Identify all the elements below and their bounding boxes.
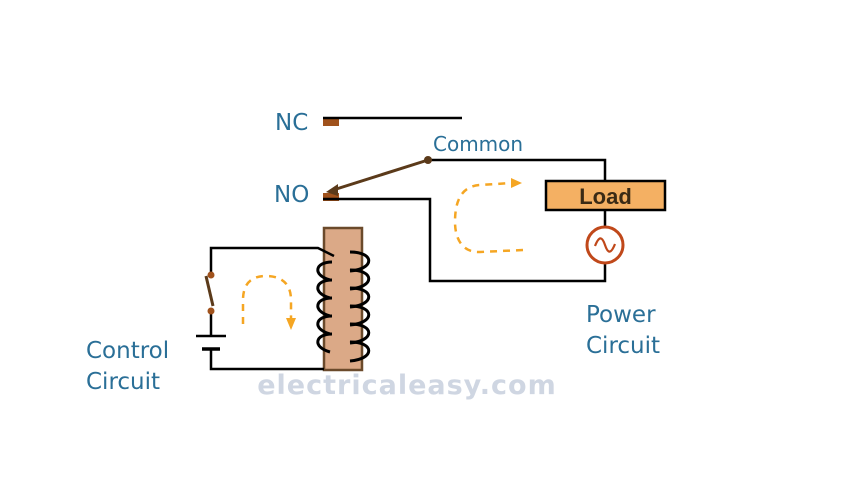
no-wire (323, 197, 607, 283)
control-bottom-wire (209, 350, 324, 371)
load-box: Load (544, 179, 667, 212)
coil-icon (316, 250, 371, 363)
watermark: electricaleasy.com (257, 370, 557, 401)
armature-tip (326, 184, 338, 196)
common-label: Common (433, 132, 523, 156)
control-current-arrow (241, 274, 296, 330)
load-label: Load (579, 184, 632, 209)
nc-label: NC (275, 110, 308, 136)
ac-source-icon (585, 225, 625, 265)
common-wire (428, 158, 607, 181)
no-contact (323, 193, 339, 201)
armature (329, 158, 429, 193)
control-circuit-label-line2: Circuit (86, 369, 160, 395)
control-top-wire (209, 246, 335, 274)
power-circuit-label-line2: Circuit (586, 333, 660, 359)
control-circuit-label-line1: Control (86, 338, 169, 364)
switch-icon (204, 271, 215, 315)
common-pivot (424, 156, 432, 164)
no-label: NO (274, 182, 309, 208)
nc-contact (323, 118, 339, 126)
power-current-arrow (453, 178, 524, 254)
power-circuit-label-line1: Power (586, 302, 656, 328)
battery-icon (196, 334, 226, 351)
